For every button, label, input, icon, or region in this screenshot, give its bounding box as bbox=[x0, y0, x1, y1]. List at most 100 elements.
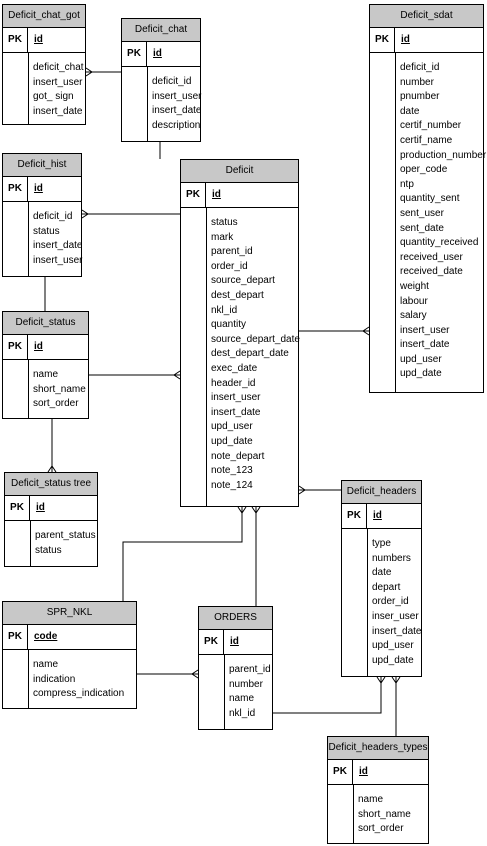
pk-label: PK bbox=[370, 28, 395, 52]
field-item: quantity bbox=[211, 319, 247, 331]
field-item: oper_code bbox=[400, 164, 448, 176]
attr-key-column bbox=[3, 359, 29, 418]
pk-label: PK bbox=[122, 42, 147, 66]
pk-row: PK id bbox=[370, 28, 483, 53]
entity-title: Deficit_headers_types bbox=[328, 737, 428, 760]
pk-label: PK bbox=[3, 177, 28, 201]
pk-row: PK id bbox=[3, 177, 81, 202]
field-item: insert_date bbox=[372, 625, 422, 637]
entity-deficit[interactable]: Deficit PK id status mark parent_id order_i… bbox=[180, 159, 300, 507]
entity-title: Deficit_hist bbox=[3, 154, 81, 177]
field-item: salary bbox=[400, 310, 427, 322]
attr-key-column bbox=[181, 207, 207, 506]
field-item: nkl_id bbox=[229, 707, 256, 719]
pk-row: PK id bbox=[328, 760, 428, 785]
pk-row: PK id bbox=[3, 28, 85, 53]
field-item: sent_user bbox=[400, 207, 444, 219]
link-headers-types-crowfoot bbox=[391, 676, 401, 684]
field-item: indication bbox=[33, 673, 76, 685]
pk-field: id bbox=[359, 766, 368, 777]
field-item: order_id bbox=[211, 260, 248, 272]
attr-key-column bbox=[342, 528, 368, 676]
entity-title: Deficit_sdat bbox=[370, 5, 483, 28]
field-item: received_user bbox=[400, 251, 463, 263]
field-item: status bbox=[211, 217, 238, 228]
entity-title: Deficit bbox=[181, 160, 298, 183]
field-item: deficit_id bbox=[400, 62, 440, 73]
field-item: status bbox=[35, 544, 62, 556]
pk-label: PK bbox=[328, 760, 353, 784]
field-item: insert_date bbox=[400, 339, 450, 351]
link-sprnkl-orders-crowfoot bbox=[191, 669, 199, 679]
pk-row: PK id bbox=[342, 504, 421, 529]
field-item: note_depart bbox=[211, 450, 265, 462]
pk-row: PK id bbox=[181, 183, 298, 208]
entity-title: Deficit_status tree bbox=[5, 473, 97, 496]
field-item: date bbox=[372, 567, 392, 579]
field-item: labour bbox=[400, 295, 428, 307]
attr-key-column bbox=[3, 52, 29, 124]
field-item: header_id bbox=[211, 377, 256, 389]
link-hist-deficit-crowfoot bbox=[81, 209, 89, 219]
field-item: quantity_sent bbox=[400, 193, 460, 205]
field-item: insert_date bbox=[211, 406, 261, 418]
pk-row: PK id bbox=[199, 630, 272, 655]
pk-field: id bbox=[34, 34, 43, 45]
field-item: exec_date bbox=[211, 362, 258, 374]
link-orders-deficit-crowfoot bbox=[251, 506, 261, 514]
field-item: name bbox=[358, 794, 384, 805]
pk-label: PK bbox=[181, 183, 206, 207]
field-item: upd_date bbox=[400, 368, 442, 380]
field-item: source_depart_date bbox=[211, 333, 300, 345]
pk-field: id bbox=[212, 189, 221, 200]
pk-field: id bbox=[34, 183, 43, 194]
field-item: number bbox=[400, 76, 434, 88]
field-item: inser_user bbox=[372, 610, 419, 622]
field-item: mark bbox=[211, 231, 234, 243]
field-item: upd_user bbox=[372, 640, 414, 652]
pk-label: PK bbox=[3, 335, 28, 359]
field-list: status mark parent_id order_id source_depart… bbox=[181, 208, 300, 493]
field-item: ntp bbox=[400, 178, 414, 190]
pk-label: PK bbox=[3, 28, 28, 52]
link-deficit-sdat-crowfoot bbox=[362, 326, 370, 336]
field-item: short_name bbox=[33, 383, 86, 395]
entity-title: Deficit_chat bbox=[122, 19, 200, 42]
attr-key-column bbox=[3, 649, 29, 708]
field-item: compress_indication bbox=[33, 688, 125, 700]
pk-row: PK id bbox=[122, 42, 200, 67]
field-item: sent_date bbox=[400, 222, 444, 234]
field-item: parent_id bbox=[211, 246, 253, 258]
pk-field: id bbox=[373, 510, 382, 521]
field-item: deficit_chat bbox=[33, 62, 84, 73]
field-item: order_id bbox=[372, 596, 409, 608]
link-headers-orders-crowfoot bbox=[376, 676, 386, 684]
link-sprnkl-deficit-crowfoot bbox=[237, 506, 247, 514]
field-item: dest_depart bbox=[211, 289, 264, 301]
field-item: parent_status bbox=[35, 530, 96, 541]
attr-key-column bbox=[122, 66, 148, 141]
field-item: quantity_received bbox=[400, 237, 479, 249]
attr-key-column bbox=[5, 520, 31, 566]
link-status-deficit-crowfoot bbox=[173, 370, 181, 380]
pk-label: PK bbox=[199, 630, 224, 654]
attr-key-column bbox=[370, 52, 396, 392]
field-item: insert_date bbox=[33, 240, 83, 252]
field-item: upd_user bbox=[400, 353, 442, 365]
